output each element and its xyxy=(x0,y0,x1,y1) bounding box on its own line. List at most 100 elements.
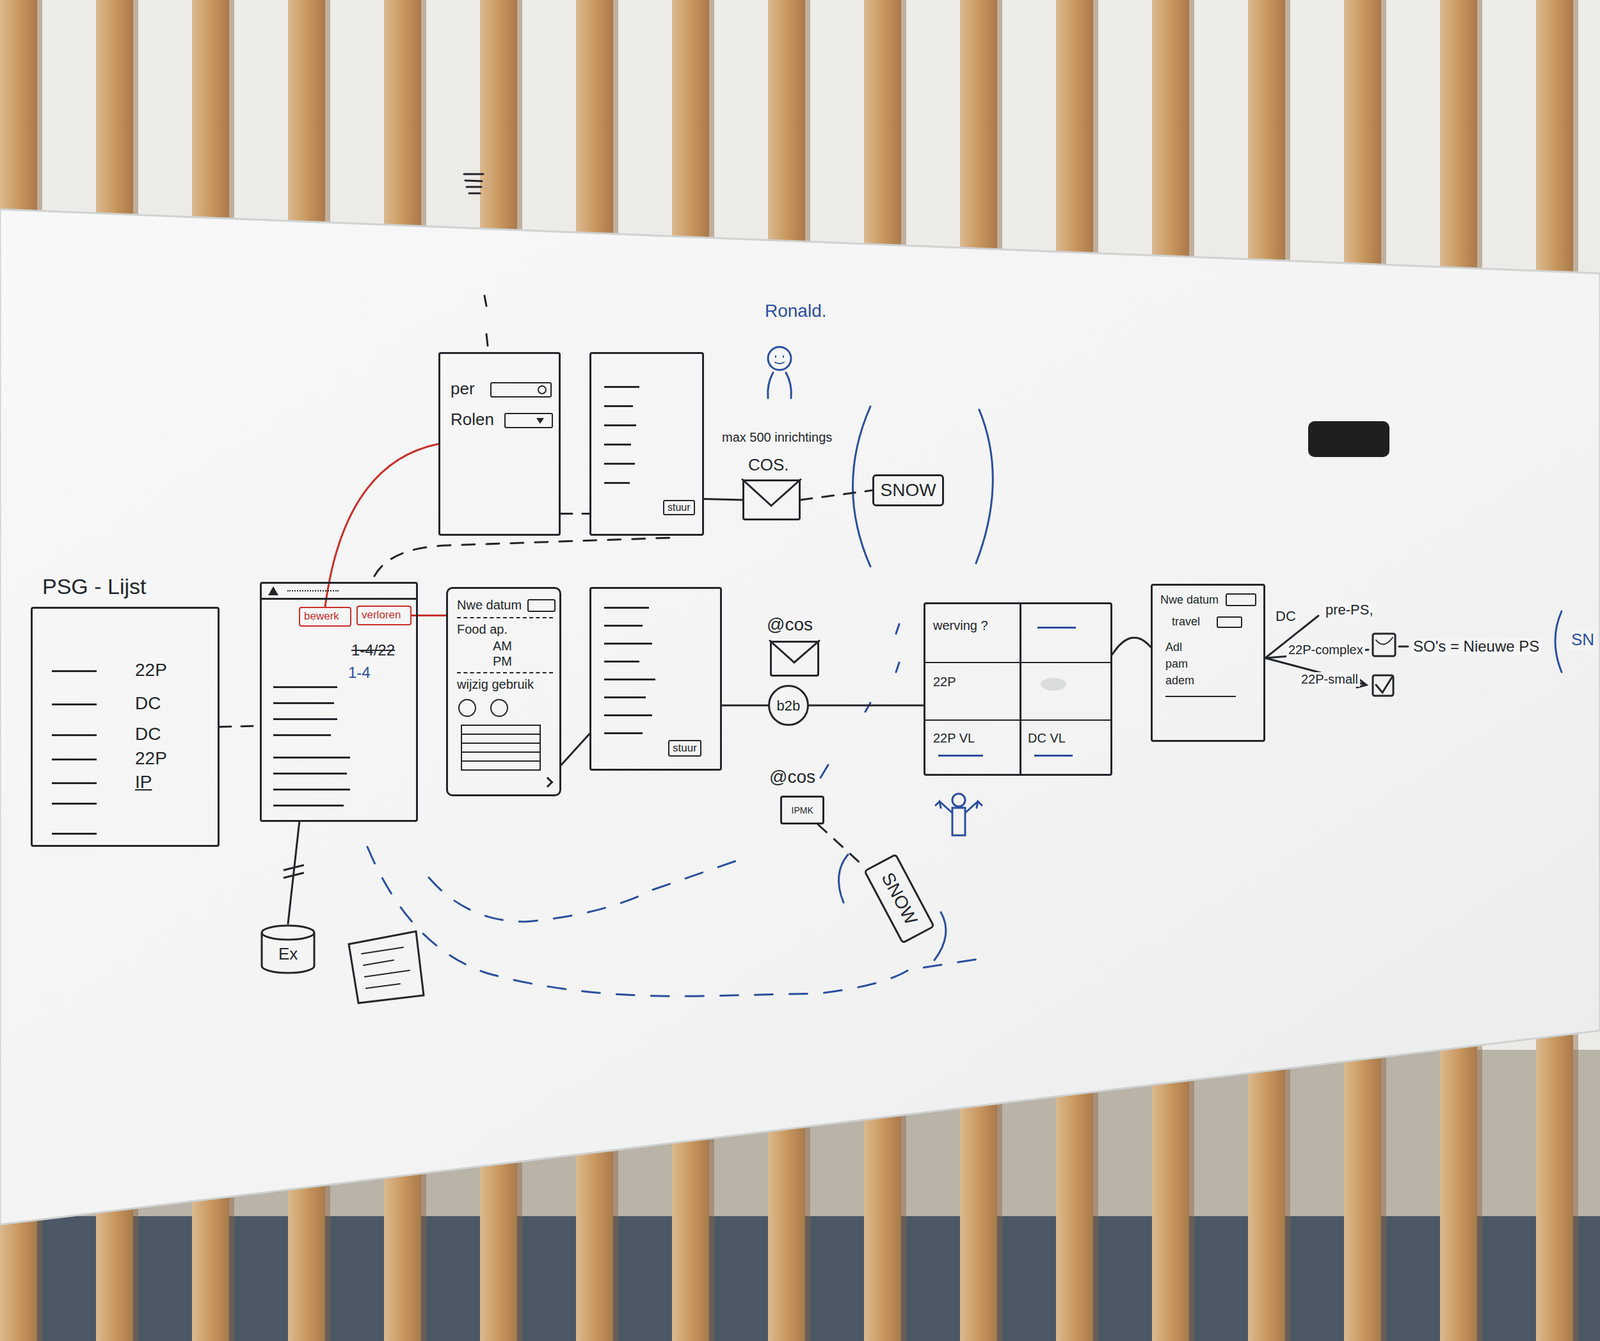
sketch-marks xyxy=(348,174,1408,1003)
sketch-text: Food ap. xyxy=(456,622,508,637)
sketch-line xyxy=(490,698,509,717)
bracket xyxy=(976,409,993,564)
sketch-text: bewerk xyxy=(304,609,340,623)
sketch-line xyxy=(268,586,279,596)
sketch-text: 22P xyxy=(933,674,957,690)
sketch-text: Rolen xyxy=(450,410,495,430)
sketch-line xyxy=(604,624,643,627)
sketch-line xyxy=(273,718,338,720)
sketch-text: adem xyxy=(1165,673,1195,688)
sketch-text: PM xyxy=(492,654,512,669)
sketch-line xyxy=(1165,695,1236,697)
checkbox xyxy=(1372,633,1396,656)
bracket xyxy=(934,912,946,960)
sketch-line xyxy=(273,734,331,736)
sketch-line xyxy=(261,597,416,600)
connector xyxy=(817,824,864,866)
eraser xyxy=(1308,421,1390,457)
sketch-text: Nwe datum xyxy=(456,597,522,613)
connector xyxy=(808,704,924,707)
cylinder-top xyxy=(261,925,315,940)
sketch-text: AM xyxy=(492,638,512,654)
sketch-line xyxy=(273,702,335,704)
sketch-line xyxy=(604,462,635,465)
checkbox-mark xyxy=(1376,637,1393,645)
connector xyxy=(1112,637,1151,655)
dash xyxy=(1399,645,1408,648)
sketch-text: DC VL xyxy=(1027,730,1066,746)
annotation: SO's = Nieuwe PS xyxy=(1411,637,1542,656)
list-screen: PSG - Lijst22PDCDC22PIP xyxy=(30,606,220,847)
person-face xyxy=(775,355,784,364)
sketch-line xyxy=(273,686,338,688)
cylinder-side xyxy=(261,932,315,973)
sketch-line xyxy=(458,698,477,717)
sketch-line xyxy=(536,417,544,424)
sketch-line xyxy=(938,754,984,757)
sketch-text: SNOW xyxy=(876,869,921,928)
sketch-line xyxy=(604,642,653,645)
sketch-line xyxy=(1037,626,1076,629)
sketch-line xyxy=(604,385,640,388)
mail-box: @cosIPMK xyxy=(780,795,825,825)
sketch-text: 22P VL xyxy=(933,730,975,746)
annotation: pre-PS, xyxy=(1323,601,1376,618)
sketch-line xyxy=(604,678,656,681)
detail-screen: 1-4/221-4bewerkverloren xyxy=(259,581,418,822)
sketch-text: travel xyxy=(1171,615,1200,629)
connector xyxy=(800,490,873,500)
sketch-line xyxy=(490,382,552,398)
sketch-line xyxy=(604,405,633,408)
annotation: DC xyxy=(1273,608,1298,624)
sketch-line xyxy=(51,670,97,672)
bracket xyxy=(838,854,848,903)
bracket xyxy=(853,406,872,567)
sketch-text: wijzig gebruik xyxy=(456,677,534,692)
sketch-line xyxy=(604,714,653,717)
sketch-line xyxy=(1225,593,1257,607)
sketch-text: verloren xyxy=(361,608,401,622)
sketch-line xyxy=(1216,616,1243,628)
sketch-text: pam xyxy=(1165,657,1188,671)
sketch-line xyxy=(604,696,646,699)
red-button: verloren xyxy=(356,605,412,626)
sketch-text: SNOW xyxy=(880,480,937,501)
break-mark xyxy=(283,865,304,879)
annotation: max 500 inrichtings xyxy=(720,430,834,445)
sketch-line xyxy=(456,672,553,674)
sketch-line xyxy=(460,724,541,771)
sketch-line xyxy=(504,412,553,429)
document-lines xyxy=(361,947,410,989)
bracket xyxy=(1555,611,1562,672)
sketch-line xyxy=(604,732,643,735)
person-body xyxy=(768,372,792,399)
connector xyxy=(560,512,590,515)
connector xyxy=(219,725,260,728)
figure-head xyxy=(952,793,966,807)
sketch-line xyxy=(51,832,97,835)
envelope-flap xyxy=(769,640,820,663)
checkbox xyxy=(1372,675,1394,696)
sketch-text: stuur xyxy=(663,499,696,516)
dashed-link xyxy=(374,537,672,576)
envelope-flap xyxy=(742,479,801,506)
sketch-line xyxy=(51,703,97,706)
blue-marks xyxy=(367,346,1562,996)
checkbox-mark xyxy=(1376,677,1392,693)
connector xyxy=(288,821,300,924)
grid-screen: werving ?22P22P VLDC VL xyxy=(923,602,1113,776)
sketch-line xyxy=(604,443,632,446)
sketch-text: b2b xyxy=(776,697,801,714)
figure-body xyxy=(935,801,982,836)
sketch-text: stuur xyxy=(668,739,702,757)
annotation: SN xyxy=(1569,630,1597,650)
sketch-text: COS. xyxy=(748,455,790,475)
connector xyxy=(704,499,743,500)
list-screen: stuur xyxy=(589,586,722,771)
sketch-line xyxy=(273,772,347,775)
sketch-line xyxy=(51,802,97,805)
